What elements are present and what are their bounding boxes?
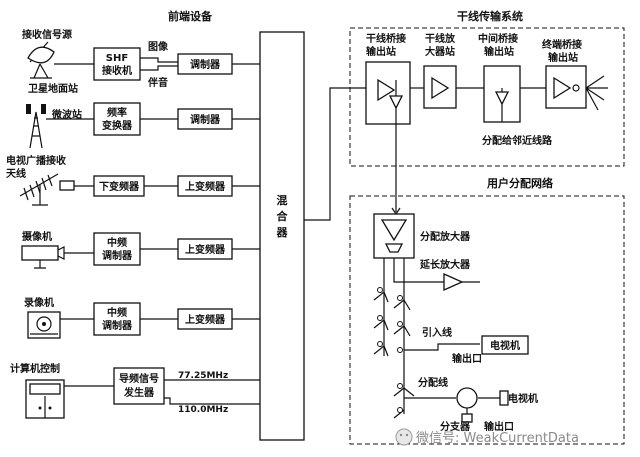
- microwave-tower-icon: [26, 104, 46, 149]
- video-camera-icon: [21, 245, 65, 269]
- up-converter-1-label: 上变频器: [185, 180, 226, 193]
- pilot-label-2: 发生器: [123, 386, 155, 399]
- modulator-2-label: 调制器: [190, 113, 221, 126]
- satellite-dish-icon: [27, 41, 55, 79]
- mixer-box: [259, 31, 305, 441]
- watermark: 微信号: WeakCurrentData: [395, 428, 579, 446]
- trunk-connections: [391, 75, 608, 216]
- splitter-icon: [456, 387, 478, 423]
- dist-amp-label: 分配放大器: [420, 230, 471, 243]
- microwave-station-label: 微波站: [51, 108, 82, 121]
- computer-label: 计算机控制: [10, 362, 60, 375]
- if-mod2-label-1: 中频: [107, 306, 127, 319]
- ext-amp-label: 延长放大器: [419, 258, 471, 271]
- trunk-amp-station: [423, 65, 457, 109]
- user-distribution-lines: [373, 258, 500, 419]
- tv-antenna-label-1: 电视广播接收: [6, 154, 66, 167]
- shf-label-1: SHF: [106, 53, 128, 64]
- mid-bridge-label-2: 输出站: [484, 45, 514, 58]
- if-mod1-label-2: 调制器: [102, 249, 133, 262]
- tv-2-label: 电视机: [508, 392, 538, 405]
- vcr-label: 录像机: [24, 296, 54, 309]
- shf-label-2: 接收机: [102, 64, 132, 77]
- if-mod2-label-2: 调制器: [102, 319, 133, 332]
- mid-bridge-label-1: 中间桥接: [478, 32, 518, 45]
- to-nearby-lines-label: 分配给邻近线路: [482, 134, 553, 147]
- if-modulator-1-box: [93, 232, 141, 266]
- modulator-1-label: 调制器: [190, 58, 221, 71]
- if-modulator-2-box: [93, 302, 141, 336]
- user-network-header: 用户分配网络: [487, 176, 553, 190]
- tap-circles: [377, 287, 403, 413]
- end-bridge-station: [545, 65, 587, 109]
- audio-signal-label: 伴音: [147, 76, 168, 89]
- tv-1-label: 电视机: [490, 339, 520, 352]
- outlet-1-label: 输出口: [452, 352, 482, 365]
- satellite-station-label: 卫星地面站: [28, 82, 78, 95]
- pilot-freq-1-label: 77.25MHz: [178, 371, 228, 381]
- satellite-signal-label: 接收信号源: [22, 28, 72, 41]
- pilot-label-1: 导频信号: [119, 372, 159, 385]
- if-mod1-label-1: 中频: [107, 236, 127, 249]
- outlet-2-label: 输出口: [484, 420, 514, 433]
- bridge-station-label-2: 输出站: [366, 45, 396, 58]
- freq-converter-box: [93, 102, 141, 136]
- front-end-header: 前端设备: [168, 9, 213, 23]
- end-bridge-label-1: 终端桥接: [542, 38, 582, 51]
- distribution-amplifier: [373, 213, 415, 259]
- tv-antenna-label-2: 天线: [6, 167, 26, 180]
- trunk-system-frame: [349, 27, 625, 167]
- watermark-text: 微信号: WeakCurrentData: [416, 431, 579, 446]
- user-network-frame: [349, 195, 625, 445]
- splitter-label: 分支器: [440, 420, 471, 433]
- trunk-bridge-station: [365, 61, 411, 125]
- freq-converter-label-1: 频率: [107, 106, 127, 119]
- computer-cabinet-icon: [25, 379, 65, 419]
- freq-converter-label-2: 变换器: [102, 119, 133, 132]
- amp-station-label-2: 大器站: [425, 45, 455, 58]
- bridge-station-label-1: 干线桥接: [366, 32, 406, 45]
- up-converter-3-label: 上变频器: [185, 313, 226, 326]
- image-signal-label: 图像: [148, 40, 169, 53]
- drop-line-label: 引入线: [422, 326, 452, 339]
- front-end-connections: [46, 57, 366, 405]
- pilot-freq-2-label: 110.0MHz: [178, 405, 228, 415]
- mixer-char-2: 合: [277, 209, 289, 223]
- tv-1-box: [481, 335, 529, 355]
- balun-box: [59, 180, 75, 191]
- shf-receiver-box: [93, 47, 141, 81]
- end-bridge-label-2: 输出站: [548, 51, 578, 64]
- up-converter-2-label: 上变频器: [185, 243, 226, 256]
- mixer-char-1: 混: [277, 193, 288, 207]
- yagi-antenna-icon: [19, 173, 59, 206]
- pilot-generator-box: [113, 367, 165, 405]
- dist-line-label: 分配线: [418, 376, 448, 389]
- mixer-char-3: 器: [276, 226, 289, 239]
- trunk-header: 干线传输系统: [457, 9, 523, 23]
- camera-label: 摄像机: [22, 230, 52, 243]
- amp-station-label-1: 干线放: [425, 32, 456, 45]
- vcr-icon: [27, 311, 61, 339]
- tv-2-icon: [499, 390, 509, 406]
- down-converter-label: 下变频器: [99, 180, 140, 193]
